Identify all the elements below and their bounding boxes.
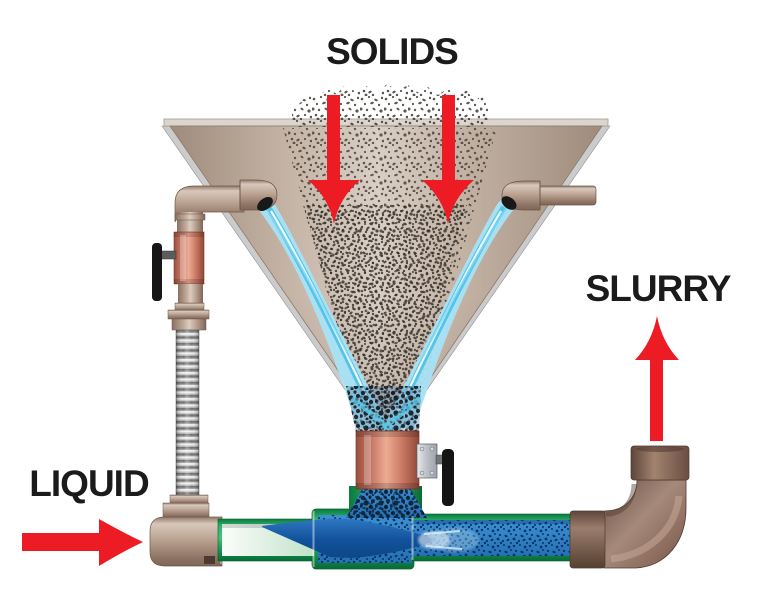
throat-mixing-zone — [346, 386, 422, 432]
liquid-supply-line — [149, 231, 223, 567]
drain-coupling-rim-bottom — [356, 483, 419, 489]
slurry-arrow-up — [635, 316, 679, 441]
right-pipe-arm — [537, 185, 597, 206]
jet-mist — [431, 528, 479, 552]
left-pipe-riser-bottom — [178, 284, 203, 306]
solids-label: SOLIDS — [326, 31, 458, 72]
dust-in-hopper-dense — [303, 205, 467, 420]
left-valve-coupling — [173, 231, 205, 285]
left-pipe-step-ring — [174, 213, 206, 221]
drain-coupling-sheen — [364, 435, 371, 485]
right-pipe-top-shadow — [412, 520, 573, 524]
elbow-inner-shadow — [605, 483, 637, 517]
flexible-hose-shading — [176, 330, 199, 497]
valve-bolt — [429, 470, 435, 476]
right-nozzle-tip — [501, 196, 517, 210]
left-spray-streak — [262, 203, 353, 363]
right-spray-pipe — [501, 180, 597, 211]
left-union-base — [171, 318, 207, 331]
liquid-arrow-right — [22, 519, 143, 566]
elbow-socket-opening — [636, 446, 684, 452]
left-union-flange — [167, 309, 210, 320]
left-valve-coupling-rim-top — [174, 232, 204, 237]
throat-dust-overlay — [346, 386, 421, 432]
left-valve-coupling-rim-bottom — [174, 279, 204, 284]
venturi-liquid-jet — [262, 519, 437, 558]
drain-coupling-body — [355, 430, 420, 490]
left-nozzle-tip — [257, 196, 273, 212]
slurry-outlet-elbow — [569, 445, 690, 569]
solids-arrow-left — [308, 95, 360, 224]
falling-slurry-chunks — [346, 486, 427, 518]
valve-bolt — [419, 446, 425, 452]
left-valve-stem — [159, 250, 177, 260]
liquid-inlet-tee — [149, 516, 223, 567]
tee-notch — [204, 556, 215, 564]
left-valve-handle — [152, 243, 162, 301]
elbow-horizontal-socket — [569, 510, 606, 569]
slurry-label: SLURRY — [586, 268, 732, 309]
hose-lower-flange — [169, 494, 209, 505]
dust-above-hopper — [292, 84, 488, 127]
mixing-tee-piping — [217, 486, 576, 570]
drain-coupling-rim-top — [356, 431, 419, 437]
right-spray-jet — [386, 197, 517, 428]
elbow-body — [603, 479, 687, 569]
right-spray-streak — [419, 203, 510, 363]
liquid-label: LIQUID — [29, 463, 149, 504]
valve-bolt — [419, 470, 425, 476]
tee-swirl — [359, 491, 403, 517]
drain-valve — [416, 443, 454, 506]
drain-valve-handle — [442, 449, 454, 506]
valve-bolt — [429, 446, 435, 452]
tee-reducer — [162, 502, 210, 519]
left-valve-coupling-sheen — [180, 235, 186, 281]
hopper-drain-coupling — [355, 430, 420, 490]
solids-arrow-right — [422, 95, 474, 224]
elbow-highlight — [610, 495, 683, 563]
left-spray-jet — [255, 197, 386, 428]
jet-streaks — [423, 530, 463, 550]
